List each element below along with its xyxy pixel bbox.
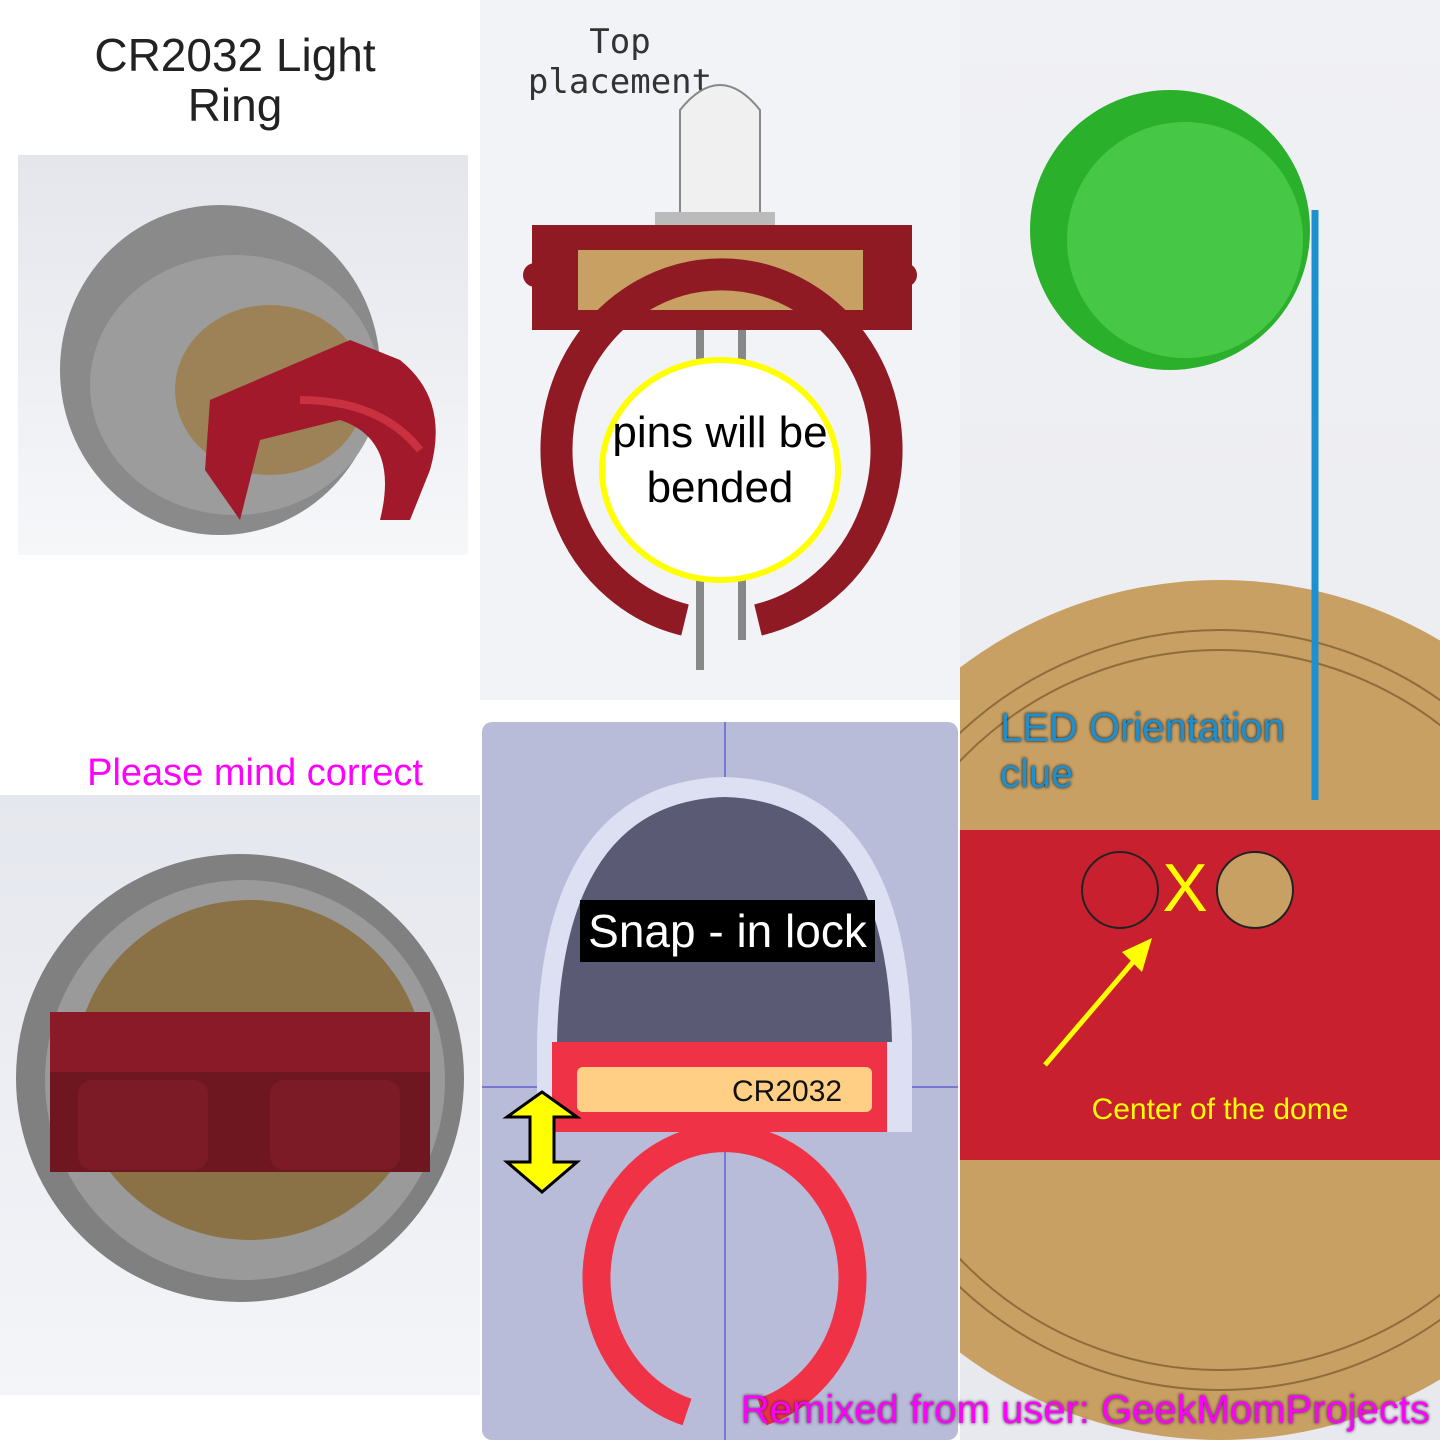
battery-label: CR2032 (732, 1075, 843, 1108)
ring-3d-illustration (60, 205, 436, 535)
battery-ring-2 (960, 649, 1440, 1371)
section-view-drawing (482, 722, 958, 1440)
ring-segment-left (78, 1080, 208, 1170)
snap-lock-label: Snap - in lock (580, 900, 875, 962)
finger-ring (540, 258, 903, 636)
top-down-drawing (960, 90, 1440, 1440)
panel-led-orientation: LED Orientation clue X Center of the dom… (960, 0, 1440, 1440)
pins-note: pins will be bended (612, 408, 828, 512)
holder-nub-left (523, 263, 547, 287)
side-view-drawing (523, 84, 917, 670)
pins-note-circle (599, 357, 841, 583)
led-bulb (679, 84, 761, 221)
pin-hole-right (1216, 851, 1294, 929)
credit-text: Remixed from user: GeekMomProjects (740, 1388, 1430, 1432)
snap-direction-arrow (502, 1090, 582, 1194)
led-clue-label: LED Orientation clue (1000, 706, 1285, 796)
led-green-dome-inner (1067, 122, 1303, 358)
panel-snap-lock: Snap - in lock CR2032 (482, 722, 958, 1440)
led-base (655, 212, 775, 226)
pin-hole-left (1081, 851, 1159, 929)
finger-ring-section (582, 1124, 867, 1426)
holder-top-face (50, 1012, 430, 1072)
ring-band (205, 340, 436, 520)
center-mark: X (1162, 850, 1208, 926)
battery-section (577, 1067, 872, 1112)
holder-nub-right (893, 263, 917, 287)
panel-orientation: Please mind correct orientation (0, 740, 480, 1440)
battery-ring-1 (960, 629, 1440, 1391)
panel-3d-ring-view: CR2032 Light Ring (0, 0, 480, 560)
front-view-illustration (16, 854, 464, 1302)
center-label: Center of the dome (1091, 1093, 1349, 1126)
holder-cutaway (960, 830, 1440, 1160)
top-placement-label: Top placement (527, 22, 713, 102)
center-pointer-arrowhead (1122, 938, 1152, 972)
panel-top-placement: Top placement pins will be bended (480, 0, 960, 700)
title: CR2032 Light Ring (94, 29, 376, 131)
ring-highlight (299, 396, 424, 453)
ring-segment-right (270, 1080, 400, 1170)
center-pointer-arrow (1043, 946, 1147, 1067)
